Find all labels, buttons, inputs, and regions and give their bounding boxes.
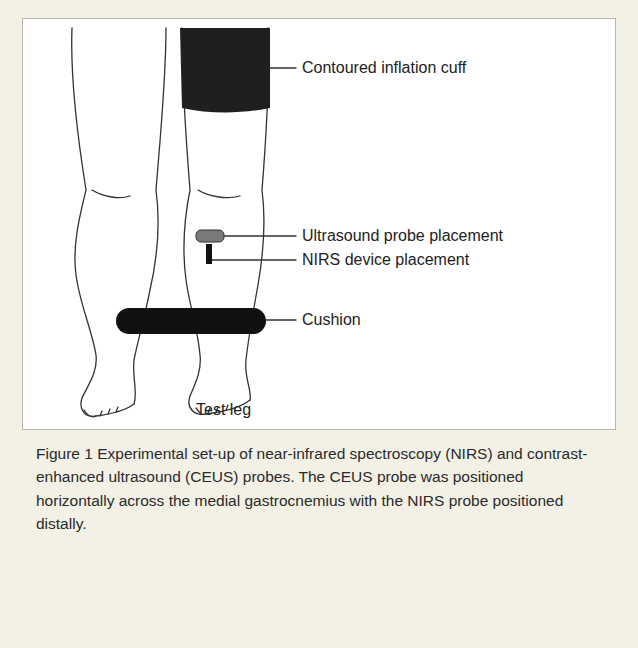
part-label: Ultrasound probe placement: [302, 226, 503, 245]
figure-panel: [22, 18, 616, 430]
leg-label: Test leg: [196, 400, 251, 419]
ultrasound-probe: [196, 230, 224, 242]
part-label: Cushion: [302, 310, 361, 329]
cushion: [116, 308, 266, 334]
inflation-cuff: [180, 28, 270, 113]
part-label: NIRS device placement: [302, 250, 469, 269]
part-label: Contoured inflation cuff: [302, 58, 466, 77]
nirs-device: [206, 244, 212, 264]
figure-caption: Figure 1 Experimental set-up of near-inf…: [36, 442, 602, 535]
